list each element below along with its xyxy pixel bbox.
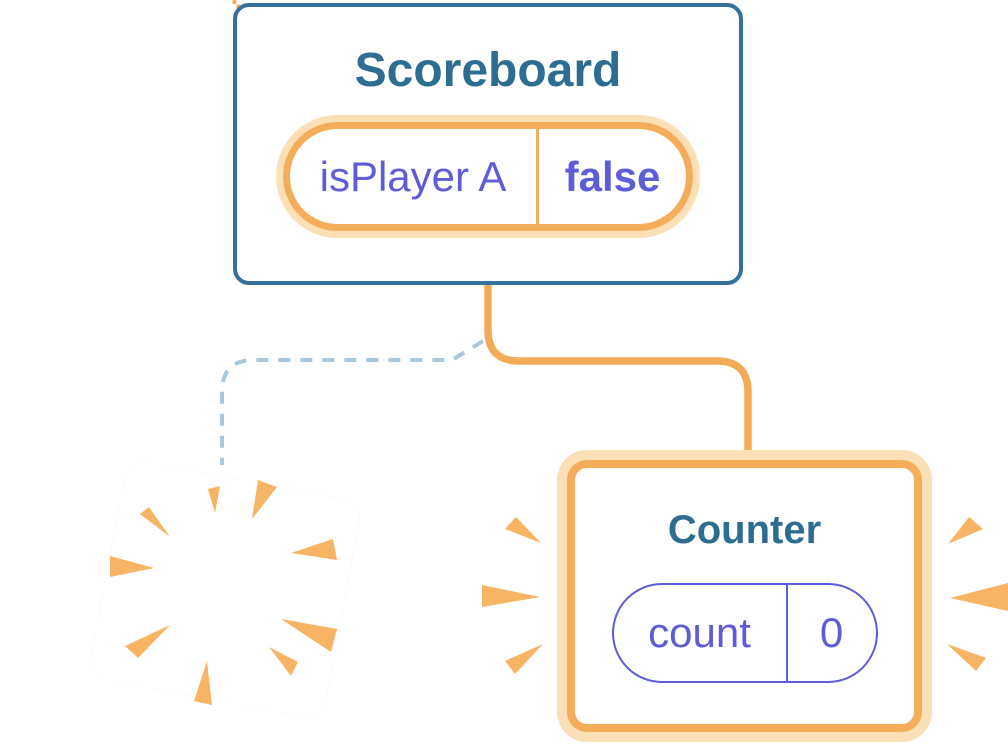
scoreboard-state-pill: isPlayer A false — [283, 122, 693, 231]
dashed-connector-line — [220, 339, 485, 465]
counter-component-card: Counter count 0 — [557, 450, 932, 742]
state-value-label: 0 — [819, 609, 844, 656]
scoreboard-title: Scoreboard — [354, 44, 622, 97]
counter-state-pill: count 0 — [611, 583, 878, 683]
counter-title: Counter — [667, 508, 822, 552]
solid-connector-line — [484, 280, 752, 462]
counter-card-inner: Counter count 0 — [567, 460, 922, 732]
burst-icon — [110, 480, 337, 705]
scoreboard-component-card: Scoreboard isPlayer A false — [233, 3, 743, 285]
state-name-label: isPlayer A — [290, 129, 539, 224]
state-name-label: count — [614, 585, 788, 681]
state-value-label: false — [564, 152, 661, 200]
burst-icon — [947, 517, 1008, 671]
burst-icon — [482, 517, 543, 674]
removed-component-card — [90, 461, 360, 718]
